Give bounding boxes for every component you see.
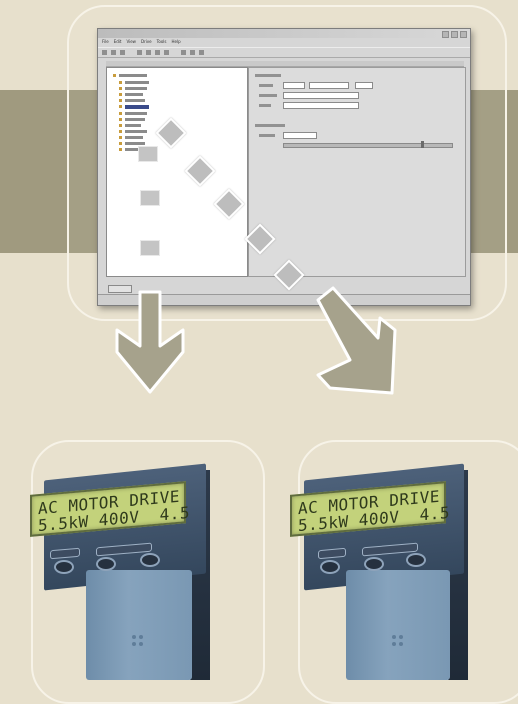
keypad-button[interactable] — [96, 557, 116, 571]
keypad-button[interactable] — [54, 560, 74, 574]
keypad-button[interactable] — [140, 553, 160, 567]
vent-holes — [132, 635, 143, 646]
arrow-diagonal-right-icon — [318, 288, 395, 393]
drive-body — [346, 570, 450, 680]
drive-body — [86, 570, 192, 680]
keypad-button[interactable] — [406, 553, 426, 567]
arrow-down-left-icon — [117, 292, 183, 392]
vent-holes — [392, 635, 403, 646]
keypad-button[interactable] — [364, 557, 384, 571]
keypad-button[interactable] — [320, 560, 340, 574]
